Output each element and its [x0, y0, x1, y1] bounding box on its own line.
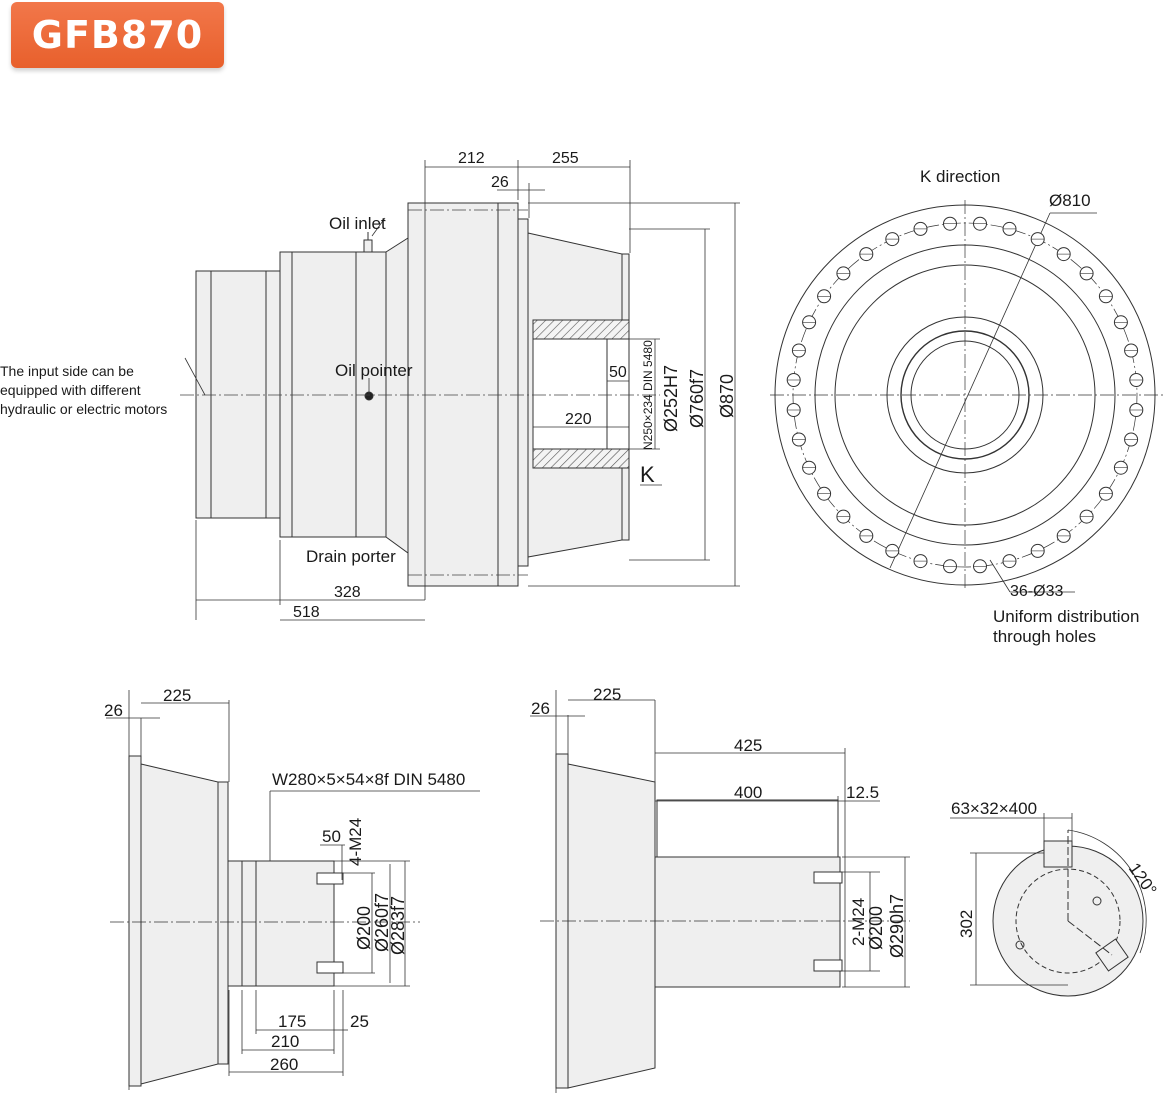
- keyed-dim-425: 425: [734, 736, 762, 755]
- oil-inlet-fitting: [363, 239, 373, 253]
- dim-255: 255: [552, 150, 579, 167]
- spline-dim-50: 50: [322, 827, 341, 846]
- product-title-badge: GFB870: [11, 2, 224, 68]
- dim-outer: Ø870: [717, 374, 737, 418]
- keyed-shaft-view: [555, 753, 843, 1089]
- spline-dim-25: 25: [350, 1012, 369, 1031]
- oil-pointer-label: Oil pointer: [335, 361, 413, 380]
- keyed-dim-26: 26: [531, 699, 550, 718]
- spline-dim-210: 210: [271, 1032, 299, 1051]
- spline-dim-283: Ø283f7: [388, 896, 408, 955]
- dim-pilot: Ø760f7: [687, 369, 707, 428]
- k-holes-dim: 36-Ø33: [1010, 583, 1063, 600]
- spline-bore: [606, 338, 630, 450]
- dim-328: 328: [334, 584, 361, 601]
- k-hole-note-line-1: Uniform distribution: [993, 607, 1139, 626]
- main-dimension-lines: [184, 160, 740, 621]
- keyed-dim-400: 400: [734, 783, 762, 802]
- dim-50-main: 50: [609, 364, 627, 381]
- spline-dim-175: 175: [278, 1012, 306, 1031]
- motor-block: [195, 270, 281, 519]
- k-marker: K: [640, 462, 655, 487]
- spline-spec: W280×5×54×8f DIN 5480: [272, 770, 465, 789]
- spline-dim-200: Ø200: [354, 906, 374, 950]
- spline-dim-260: Ø260f7: [372, 893, 392, 952]
- spline-dim-26: 26: [104, 701, 123, 720]
- drain-porter-label: Drain porter: [306, 547, 396, 566]
- dim-26-main: 26: [491, 174, 509, 191]
- spline-dim-225: 225: [163, 686, 191, 705]
- dim-220: 220: [565, 411, 592, 428]
- main-side-view: [195, 202, 630, 587]
- end-height-dim: 302: [957, 910, 976, 938]
- spline-thread: 4-M24: [346, 818, 365, 866]
- bore-hatch-bottom: [532, 448, 630, 469]
- k-view-bolt-holes: [786, 216, 1144, 574]
- product-title: GFB870: [31, 13, 204, 57]
- dim-spline-din: N250×234 DIN 5480: [641, 340, 655, 450]
- end-key-dim: 63×32×400: [951, 799, 1037, 818]
- k-direction-view: [770, 200, 1163, 593]
- keyed-dim-12-5: 12.5: [846, 783, 879, 802]
- mounting-flange: [407, 202, 519, 587]
- dim-212: 212: [458, 150, 485, 167]
- spline-shaft-view: [128, 755, 344, 1087]
- k-direction-title: K direction: [920, 167, 1000, 186]
- k-hole-note-line-2: through holes: [993, 627, 1096, 646]
- drum-taper: [385, 237, 409, 554]
- main-dimension-labels: 212 255 26 328 518 50 220 Oil inlet Oil …: [293, 150, 737, 621]
- k-pcd-dim: Ø810: [1049, 191, 1091, 210]
- keyed-thread: 2-M24: [849, 898, 868, 946]
- shaft-end-view: [950, 813, 1147, 997]
- spline-dim-260-length: 260: [270, 1055, 298, 1074]
- input-side-note-line-3: hydraulic or electric motors: [0, 401, 168, 417]
- oil-inlet-label: Oil inlet: [329, 214, 386, 233]
- keyed-dim-290: Ø290h7: [887, 894, 907, 958]
- keyed-dim-200: Ø200: [866, 906, 886, 950]
- input-side-note: The input side can be equipped with diff…: [0, 362, 200, 419]
- bore-hatch-top: [532, 319, 630, 340]
- dim-518: 518: [293, 604, 320, 621]
- input-side-note-line-2: equipped with different: [0, 382, 141, 398]
- stage-block: [279, 251, 357, 538]
- keyed-dim-225: 225: [593, 685, 621, 704]
- dim-bore: Ø252H7: [661, 365, 681, 432]
- input-side-note-line-1: The input side can be: [0, 363, 134, 379]
